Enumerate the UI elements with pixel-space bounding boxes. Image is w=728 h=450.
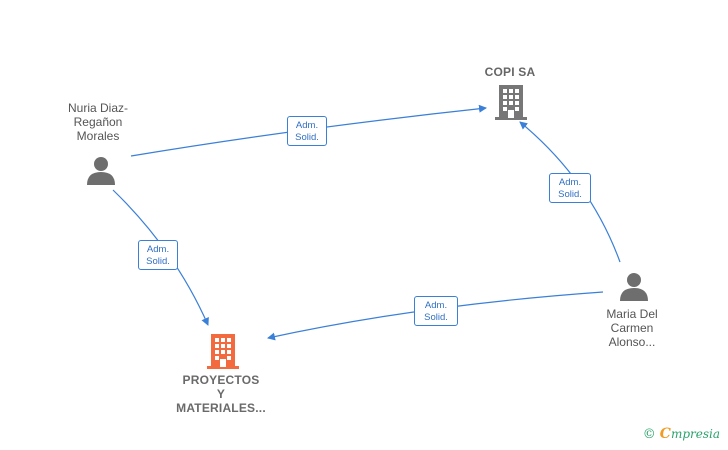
edge-label-line1: Adm. (558, 177, 582, 188)
edge-label-line1: Adm. (295, 120, 319, 131)
brand-logo: ©Cmpresia (643, 426, 720, 442)
node-label-proyectos[interactable]: PROYECTOS Y MATERIALES... (176, 373, 266, 415)
copyright-symbol: © (642, 427, 656, 442)
person-icon[interactable] (619, 271, 649, 301)
person-icon[interactable] (86, 155, 116, 185)
edge-label-maria-copi[interactable]: Adm. Solid. (549, 173, 591, 203)
edge-label-maria-proyectos[interactable]: Adm. Solid. (414, 296, 458, 326)
building-icon[interactable] (207, 333, 239, 369)
brand-name: mpresia (670, 427, 720, 441)
node-label-copi[interactable]: COPI SA (484, 65, 536, 79)
edge-label-line2: Solid. (146, 256, 170, 267)
edge-label-nuria-copi[interactable]: Adm. Solid. (287, 116, 327, 146)
edge-label-line1: Adm. (146, 244, 170, 255)
building-icon[interactable] (495, 84, 527, 120)
brand-initial: C (659, 426, 671, 442)
edge-label-line2: Solid. (558, 189, 582, 200)
edge-label-line1: Adm. (424, 300, 448, 311)
edge-label-nuria-proyectos[interactable]: Adm. Solid. (138, 240, 178, 270)
edge-label-line2: Solid. (295, 132, 319, 143)
edge-label-line2: Solid. (424, 312, 448, 323)
node-label-nuria[interactable]: Nuria Diaz- Regañon Morales (67, 101, 128, 143)
node-label-maria[interactable]: Maria Del Carmen Alonso... (606, 307, 658, 349)
